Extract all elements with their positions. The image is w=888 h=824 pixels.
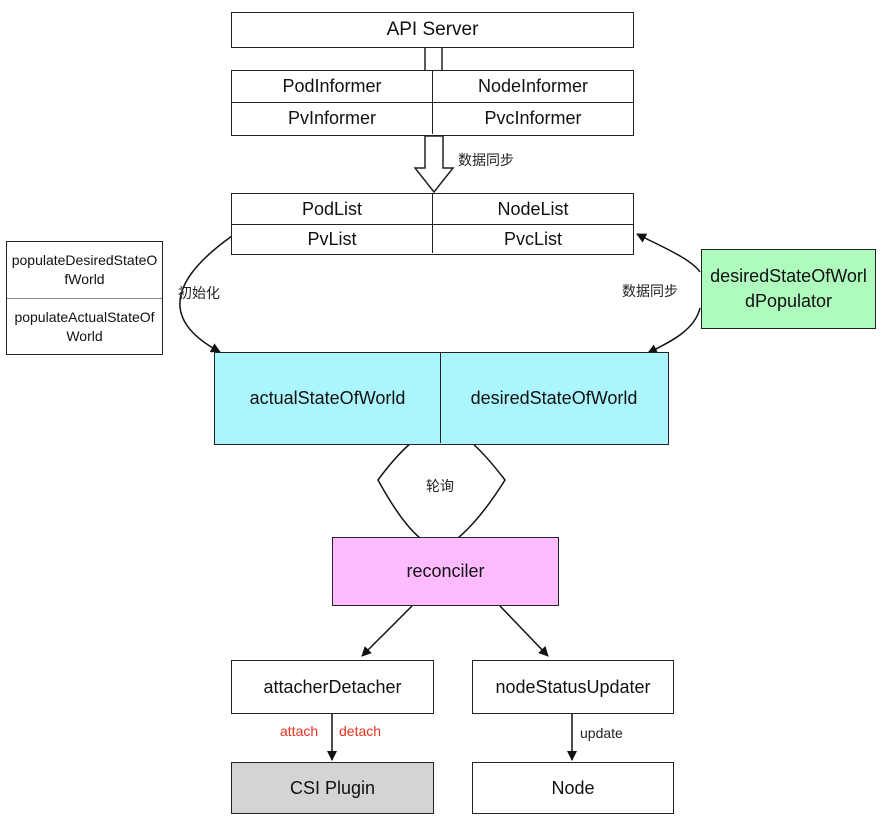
pod-informer-cell: PodInformer xyxy=(232,71,433,103)
pvc-list-cell: PvcList xyxy=(433,225,633,253)
pvc-informer-label: PvcInformer xyxy=(484,108,582,128)
node-status-updater-box: nodeStatusUpdater xyxy=(472,660,674,714)
desired-state-cell: desiredStateOfWorld xyxy=(441,353,667,443)
attacher-detacher-box: attacherDetacher xyxy=(231,660,434,714)
csi-plugin-box: CSI Plugin xyxy=(231,762,434,814)
node-informer-label: NodeInformer xyxy=(477,76,589,96)
init-label: 初始化 xyxy=(178,285,220,301)
node-label: Node xyxy=(551,777,595,798)
update-label: update xyxy=(580,725,623,741)
node-list-cell: NodeList xyxy=(433,194,633,225)
populate-actual-cell: populateActualStateOfWorld xyxy=(7,299,162,354)
node-status-updater-label: nodeStatusUpdater xyxy=(495,676,651,697)
pod-list-label: PodList xyxy=(301,198,363,219)
node-box: Node xyxy=(472,762,674,814)
actual-state-cell: actualStateOfWorld xyxy=(215,353,441,443)
populate-functions-box: populateDesiredStateOfWorld populateActu… xyxy=(6,241,163,355)
lists-grid: PodList NodeList PvList PvcList xyxy=(231,193,634,255)
actual-state-label: actualStateOfWorld xyxy=(249,387,406,408)
reconciler-label: reconciler xyxy=(406,561,485,581)
sync-label-right: 数据同步 xyxy=(622,283,678,299)
sync-label-top: 数据同步 xyxy=(458,152,514,168)
attacher-detacher-label: attacherDetacher xyxy=(263,676,402,697)
desired-state-populator-label: desiredStateOfWorldPopulator xyxy=(710,266,867,311)
node-informer-cell: NodeInformer xyxy=(433,71,633,103)
pvc-informer-cell: PvcInformer xyxy=(433,103,633,134)
pv-informer-cell: PvInformer xyxy=(232,103,433,134)
informers-grid: PodInformer NodeInformer PvInformer PvcI… xyxy=(231,70,634,136)
arrow-to-node-status-updater xyxy=(499,605,549,657)
api-server-label: API Server xyxy=(386,19,479,40)
desired-state-populator-box: desiredStateOfWorldPopulator xyxy=(701,249,876,329)
sync-curve-to-list xyxy=(636,233,701,273)
sync-curve-to-state xyxy=(647,307,701,354)
csi-plugin-label: CSI Plugin xyxy=(289,777,376,798)
pv-informer-label: PvInformer xyxy=(287,108,377,128)
arrow-to-attacher-detacher xyxy=(361,605,413,657)
poll-label: 轮询 xyxy=(426,478,454,494)
populate-desired-label: populateDesiredStateOfWorld xyxy=(11,252,158,287)
pod-informer-label: PodInformer xyxy=(282,76,382,96)
attach-label: attach xyxy=(280,723,319,739)
populate-actual-label: populateActualStateOfWorld xyxy=(14,308,155,344)
init-curve-arrow xyxy=(179,235,233,353)
node-list-label: NodeList xyxy=(497,198,569,219)
pv-list-cell: PvList xyxy=(232,225,433,253)
api-server-box: API Server xyxy=(231,12,634,48)
pod-list-cell: PodList xyxy=(232,194,433,225)
detach-label: detach xyxy=(339,723,382,739)
desired-state-label: desiredStateOfWorld xyxy=(470,387,638,408)
populate-desired-cell: populateDesiredStateOfWorld xyxy=(7,242,162,299)
pvc-list-label: PvcList xyxy=(503,228,563,249)
pv-list-label: PvList xyxy=(307,228,357,249)
state-of-world-box: actualStateOfWorld desiredStateOfWorld xyxy=(214,352,669,445)
reconciler-box: reconciler xyxy=(332,537,559,606)
sync-hollow-arrow xyxy=(413,135,455,194)
